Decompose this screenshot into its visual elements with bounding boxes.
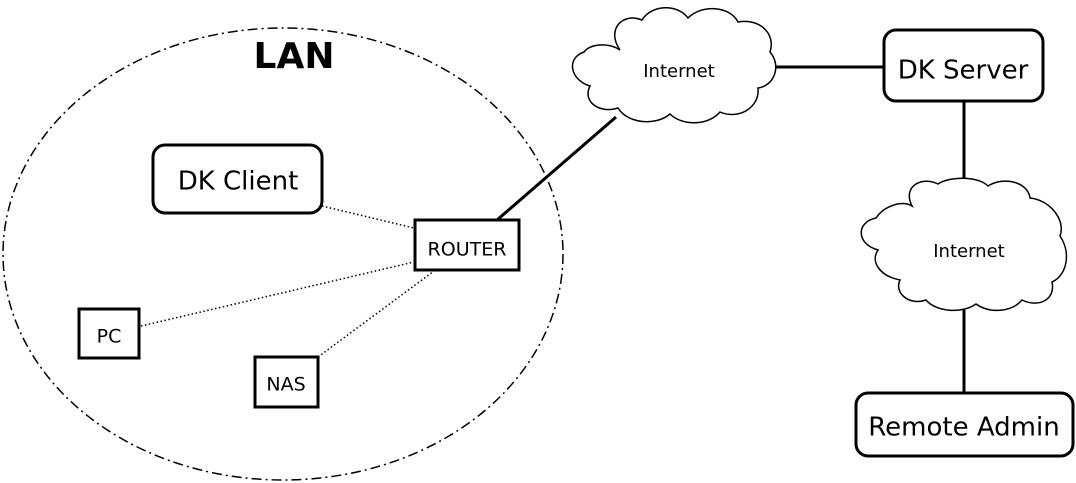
pc-node: PC bbox=[77, 307, 141, 360]
lan-boundary bbox=[2, 27, 564, 481]
lan-title: LAN bbox=[254, 36, 335, 77]
remote-admin-label: Remote Admin bbox=[868, 413, 1059, 443]
internet-top-label: Internet bbox=[643, 61, 714, 82]
dk-server-label: DK Server bbox=[898, 56, 1029, 86]
nas-label: NAS bbox=[266, 374, 305, 396]
nas-node: NAS bbox=[253, 355, 320, 409]
router-node: ROUTER bbox=[413, 218, 521, 272]
internet-right-label: Internet bbox=[933, 241, 1004, 262]
link-client-router bbox=[321, 205, 415, 229]
internet-cloud-right: Internet bbox=[860, 177, 1068, 312]
link-nas-router bbox=[317, 270, 435, 358]
link-router-internet bbox=[496, 115, 617, 222]
dk-server-node: DK Server bbox=[882, 28, 1045, 103]
router-label: ROUTER bbox=[428, 239, 507, 261]
cloud-icon bbox=[860, 177, 1068, 312]
internet-cloud-top: Internet bbox=[571, 7, 777, 124]
pc-label: PC bbox=[97, 326, 122, 348]
remote-admin-node: Remote Admin bbox=[854, 391, 1075, 458]
dk-client-label: DK Client bbox=[178, 167, 299, 197]
cloud-icon bbox=[571, 7, 777, 124]
link-pc-router bbox=[140, 261, 415, 327]
dk-client-node: DK Client bbox=[151, 143, 324, 215]
